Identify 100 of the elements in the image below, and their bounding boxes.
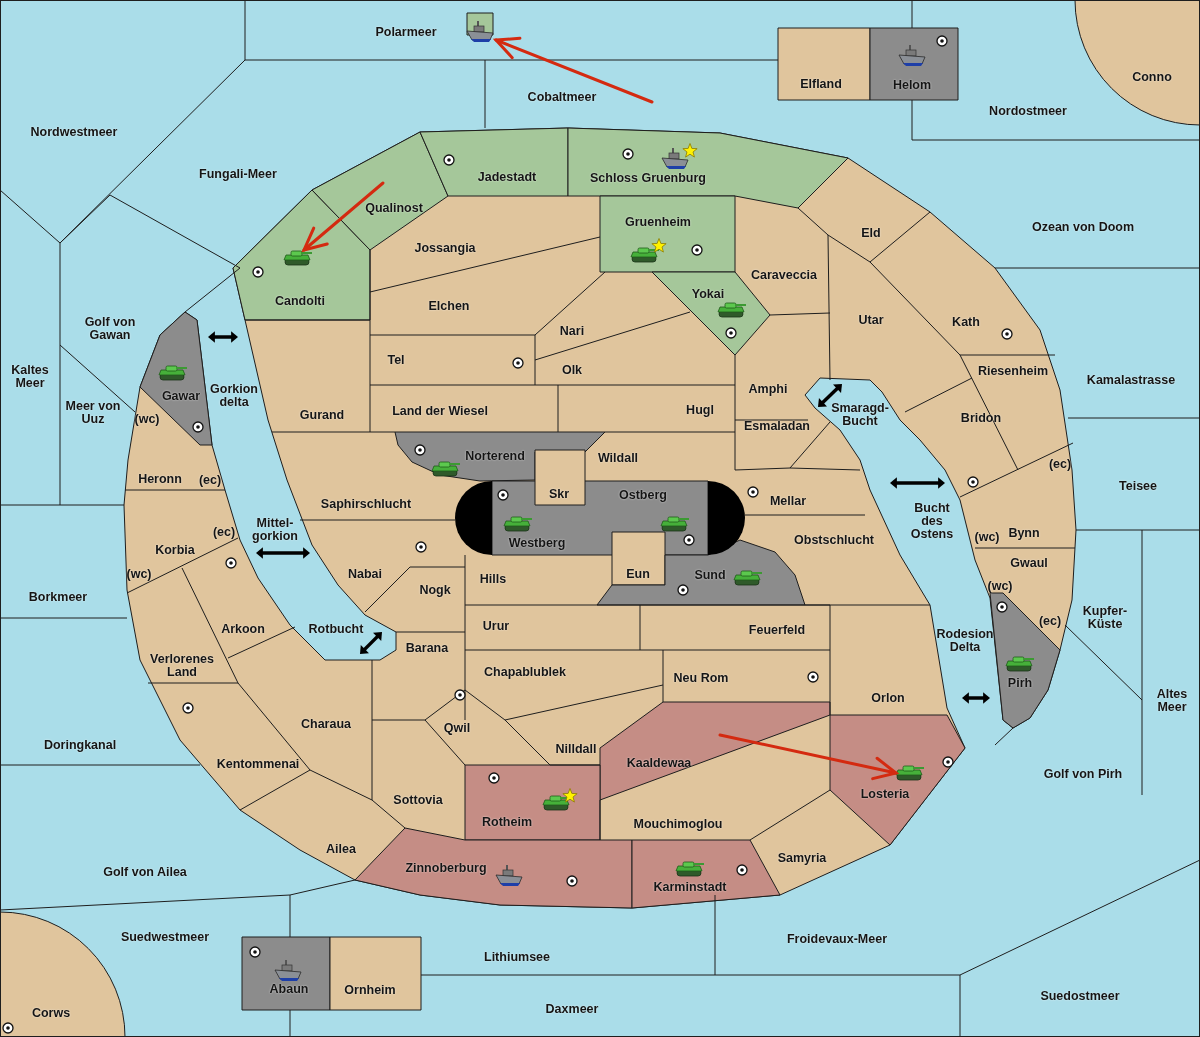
region-label: Fungali-Meer (199, 167, 277, 181)
region-label: Esmaladan (744, 419, 810, 433)
region-label: Gorkion delta (209, 383, 259, 409)
region-label: Bynn (1008, 526, 1040, 540)
region-label: Schloss Gruenburg (590, 171, 706, 185)
region-label: Mouchimoglou (633, 817, 723, 831)
region-label: Land der Wiesel (392, 404, 488, 418)
region-label: Abaun (269, 982, 309, 996)
region-label: Amphi (748, 382, 788, 396)
region-label: Golf von Pirh (1043, 767, 1123, 781)
region-label: Sund (694, 568, 726, 582)
region-label: Lithiumsee (484, 950, 550, 964)
region-label: Feuerfeld (748, 623, 806, 637)
region-label: Elchen (428, 299, 470, 313)
region-label: Riesenheim (977, 364, 1049, 378)
region-label: Nordwestmeer (30, 125, 118, 139)
region-label: Cobaltmeer (527, 90, 597, 104)
region-label: (wc) (126, 567, 152, 581)
region-label: Chapablublek (484, 665, 566, 679)
region-label: Utar (858, 313, 884, 327)
region-label: Golf von Gawan (83, 316, 137, 342)
region-label: Suedostmeer (1040, 989, 1120, 1003)
region-label: Gruenheim (625, 215, 691, 229)
region-label: Bucht des Ostens (909, 501, 955, 541)
region-label: Westberg (508, 536, 566, 550)
region-label: Losteria (860, 787, 910, 801)
region-label: (ec) (1048, 457, 1072, 471)
region-label: Obstschlucht (794, 533, 874, 547)
region-label: Urur (482, 619, 510, 633)
region-label: Kaaldewaa (626, 756, 692, 770)
region-label: Nabai (348, 567, 382, 581)
region-label: Rodesion Delta (935, 628, 995, 654)
region-label: Froidevaux-Meer (787, 932, 887, 946)
region-label: (wc) (134, 412, 160, 426)
region-label: Jossangia (414, 241, 476, 255)
region-label: Jadestadt (477, 170, 537, 184)
region-label: Kupfer-Küste (1081, 605, 1129, 631)
region-label: Nari (559, 324, 585, 338)
region-label: Caraveccia (751, 268, 817, 282)
region-label: Kamalastrasse (1086, 373, 1176, 387)
region-label: Ozean von Doom (1031, 220, 1135, 234)
region-label: Smaragd-Bucht (830, 402, 890, 428)
region-label: Ailea (326, 842, 356, 856)
region-label: Kath (952, 315, 980, 329)
region-label: Suedwestmeer (120, 930, 210, 944)
region-label: Samyria (777, 851, 827, 865)
region-label: Eld (861, 226, 881, 240)
region-label: Ostberg (619, 488, 667, 502)
region-label: Candolti (275, 294, 325, 308)
region-label: Norterend (465, 449, 525, 463)
region-label: Qualinost (365, 201, 423, 215)
region-label: Gawar (161, 389, 201, 403)
region-label: Zinnoberburg (405, 861, 487, 875)
region-label: Gurand (299, 408, 345, 422)
region-label: Arkoon (221, 622, 265, 636)
region-label: Ornheim (344, 983, 396, 997)
region-label: Rotheim (482, 815, 532, 829)
region-label: Elfland (800, 77, 842, 91)
region-label: Skr (548, 487, 570, 501)
region-label: Mellar (769, 494, 807, 508)
region-label: (wc) (974, 530, 1000, 544)
region-label: Karminstadt (653, 880, 727, 894)
region-label: Corws (31, 1006, 71, 1020)
region-label: Helom (892, 78, 932, 92)
region-label: Eun (626, 567, 650, 581)
region-label: Polarmeer (375, 25, 437, 39)
region-label: Meer von Uuz (64, 400, 122, 426)
region-label: Wildall (597, 451, 639, 465)
region-label: Borkmeer (28, 590, 88, 604)
region-label: Heronn (138, 472, 182, 486)
region-label: Nilldall (555, 742, 597, 756)
region-label: Nordostmeer (989, 104, 1067, 118)
region-label: Qwil (443, 721, 471, 735)
region-label: Golf von Ailea (103, 865, 187, 879)
region-label: Rotbucht (308, 622, 364, 636)
region-label: Sottovia (393, 793, 443, 807)
region-label: Altes Meer (1155, 688, 1189, 714)
region-label: Kaltes Meer (10, 364, 50, 390)
region-label: (ec) (198, 473, 222, 487)
region-label: Kentommenai (216, 757, 300, 771)
region-label: Pirh (1007, 676, 1033, 690)
region-label: (ec) (212, 525, 236, 539)
region-label: Doringkanal (43, 738, 117, 752)
region-label: (ec) (1038, 614, 1062, 628)
region-label: Hugl (686, 403, 714, 417)
region-label: Bridon (960, 411, 1002, 425)
region-label: Nogk (419, 583, 451, 597)
region-label: Orlon (871, 691, 905, 705)
region-label: Korbia (155, 543, 195, 557)
region-label: Tel (387, 353, 405, 367)
region-label: Olk (561, 363, 583, 377)
region-label: Teisee (1119, 479, 1157, 493)
region-label: Mittel-gorkion (251, 517, 299, 543)
region-label: Verlorenes Land (149, 653, 215, 679)
region-label: Saphirschlucht (320, 497, 412, 511)
region-label: Barana (405, 641, 449, 655)
region-label: Daxmeer (545, 1002, 599, 1016)
region-label: (wc) (987, 579, 1013, 593)
region-label: Yokai (691, 287, 725, 301)
region-label: Charaua (301, 717, 351, 731)
